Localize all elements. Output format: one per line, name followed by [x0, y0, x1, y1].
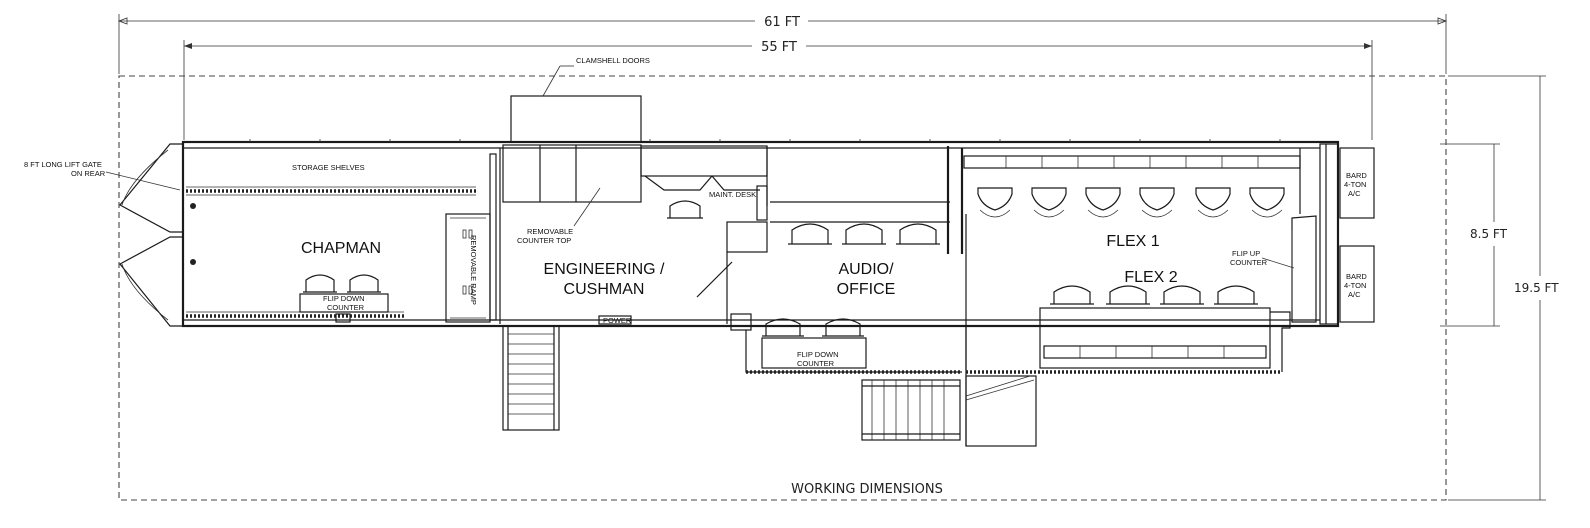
dim-overall-length: 61 FT: [764, 15, 800, 30]
room-flex1-label: FLEX 1: [1106, 233, 1159, 250]
chair-icon: [788, 223, 940, 245]
lift-gate: 8 FT LONG LIFT GATE ON REAR: [24, 143, 183, 327]
removable-counter-label-2: COUNTER TOP: [517, 236, 571, 245]
room-engineering: REMOVABLE COUNTER TOP ENGINEERING / CUSH…: [502, 144, 665, 325]
flip-down-counter2-label-2: COUNTER: [797, 359, 835, 368]
clamshell-doors: CLAMSHELL DOORS: [510, 56, 650, 143]
bard-bottom-label-3: A/C: [1348, 290, 1361, 299]
flip-up-counter-label-1: FLIP UP: [1232, 249, 1260, 258]
lift-gate-label-1: 8 FT LONG LIFT GATE: [24, 160, 102, 169]
flip-up-counter-label-2: COUNTER: [1230, 258, 1268, 267]
room-audio-office: AUDIO/ OFFICE: [770, 146, 950, 298]
dimension-19-5ft: 19.5 FT: [1448, 75, 1559, 501]
bard-top-label-2: 4-TON: [1344, 180, 1366, 189]
clamshell-doors-label: CLAMSHELL DOORS: [576, 56, 650, 65]
removable-counter-label-1: REMOVABLE: [527, 227, 573, 236]
bard-top-label-3: A/C: [1348, 189, 1361, 198]
room-engineering-label-1: ENGINEERING /: [544, 261, 665, 278]
removable-ramp: REMOVABLE RAMP: [445, 148, 501, 324]
bard-bottom-label-1: BARD: [1346, 272, 1367, 281]
chair-icon: [667, 200, 703, 219]
chair-icon: [303, 274, 381, 293]
dim-interior-length: 55 FT: [761, 40, 797, 55]
bard-bottom-label-2: 4-TON: [1344, 281, 1366, 290]
maint-desk: MAINT. DESK: [640, 145, 768, 324]
chair-icon: [977, 187, 1285, 211]
room-chapman-label: CHAPMAN: [301, 240, 381, 257]
storage-shelves-label: STORAGE SHELVES: [292, 163, 365, 172]
dimension-8-5ft: 8.5 FT: [1440, 143, 1508, 327]
dim-expanded-width: 19.5 FT: [1514, 281, 1559, 295]
removable-ramp-label: REMOVABLE RAMP: [469, 235, 478, 305]
flip-down-counter-label-1: FLIP DOWN: [323, 294, 365, 303]
room-chapman: STORAGE SHELVES CHAPMAN FLIP DOWN COUNTE…: [186, 163, 476, 323]
room-flex2-label: FLEX 2: [1124, 269, 1177, 286]
lift-gate-label-2: ON REAR: [71, 169, 106, 178]
dimension-61ft: 61 FT: [117, 14, 1448, 74]
dim-width: 8.5 FT: [1470, 227, 1508, 241]
flip-down-counter-label-2: COUNTER: [327, 303, 365, 312]
working-dimensions-label: WORKING DIMENSIONS: [791, 482, 943, 497]
room-engineering-label-2: CUSHMAN: [564, 281, 645, 298]
audio-slideout: FLIP DOWN COUNTER: [730, 313, 962, 374]
bard-ac-units: BARD 4-TON A/C BARD 4-TON A/C: [1339, 147, 1375, 323]
flip-down-counter2-label-1: FLIP DOWN: [797, 350, 839, 359]
working-boundary: [118, 75, 1447, 501]
stairs-right: [965, 326, 1037, 447]
stairs-center: [861, 379, 961, 441]
room-flex: FLEX 1 FLEX 2 FLIP UP COUNTER: [960, 148, 1317, 374]
chair-icon: [762, 318, 864, 337]
stairs-left: [502, 325, 560, 431]
room-audio-label-2: OFFICE: [837, 281, 896, 298]
bard-top-label-1: BARD: [1346, 171, 1367, 180]
dimension-55ft: 55 FT: [183, 40, 1373, 140]
room-audio-label-1: AUDIO/: [838, 261, 894, 278]
power-label: POWER: [603, 316, 632, 325]
chair-icon: [1050, 285, 1258, 305]
maint-desk-label: MAINT. DESK: [709, 190, 756, 199]
